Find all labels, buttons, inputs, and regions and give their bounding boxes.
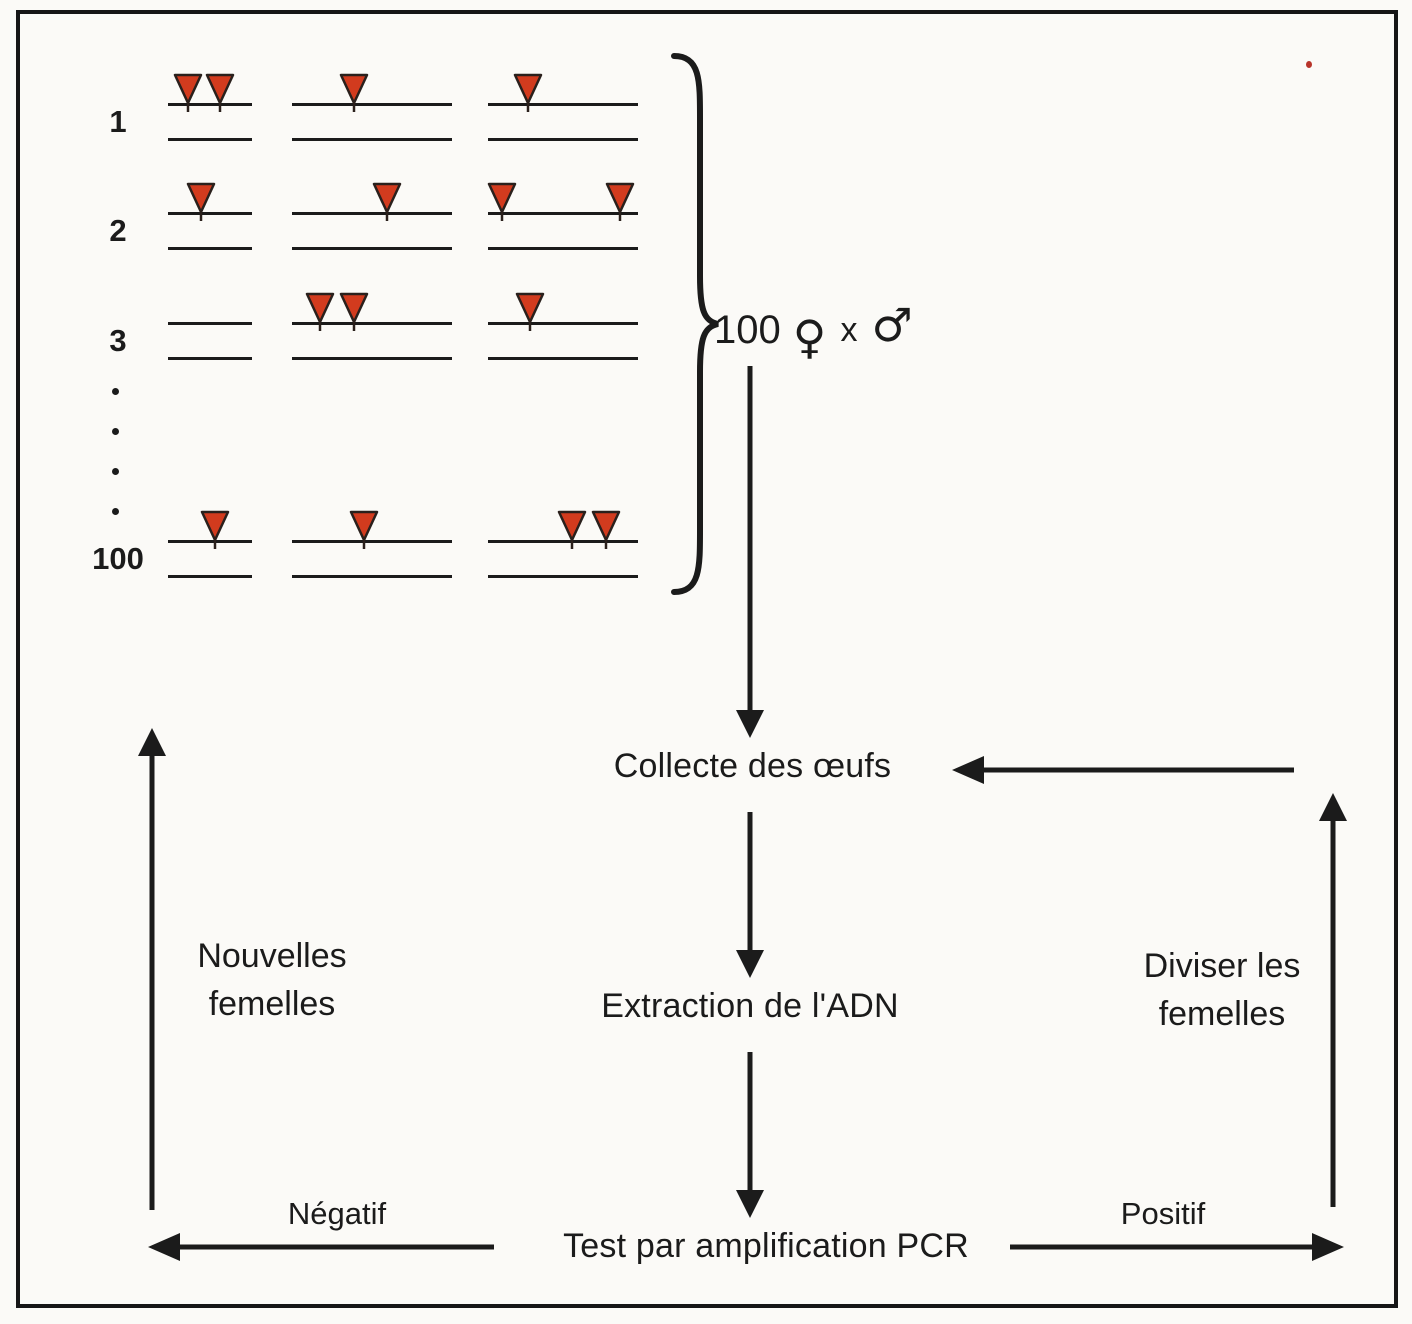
insertion-triangle-icon bbox=[487, 182, 517, 221]
divide-females-line2: femelles bbox=[1158, 995, 1286, 1033]
insertion-triangle-icon bbox=[173, 73, 203, 112]
step-dna-extraction: Extraction de l'ADN bbox=[601, 987, 899, 1025]
insertion-triangle-icon bbox=[339, 292, 369, 331]
male-symbol-icon: ♂ bbox=[871, 298, 913, 352]
arrow-pcr-to-negative bbox=[148, 1233, 494, 1261]
fly-line-group bbox=[292, 182, 452, 250]
cross-annotation: 100 ♀ x ♂ bbox=[714, 292, 913, 368]
chromosome-line bbox=[488, 103, 638, 106]
arrow-return-to-collect bbox=[952, 756, 1294, 784]
female-symbol-icon: ♀ bbox=[792, 310, 827, 364]
chromosome-line bbox=[292, 138, 452, 141]
insertion-triangle-icon bbox=[186, 182, 216, 221]
chromosome-line bbox=[168, 322, 252, 325]
insertion-triangle-icon bbox=[349, 510, 379, 549]
insertion-triangle-icon bbox=[205, 73, 235, 112]
chromosome-line bbox=[168, 103, 252, 106]
arrow-new-females-up bbox=[138, 728, 166, 1210]
ellipsis-dot bbox=[112, 508, 119, 515]
arrow-collect-to-extract bbox=[736, 812, 764, 978]
female-count: 100 bbox=[714, 307, 781, 352]
row-label: 3 bbox=[109, 323, 127, 358]
chromosome-line bbox=[292, 357, 452, 360]
chromosome-line bbox=[292, 540, 452, 543]
scan-artifact-dot bbox=[1306, 61, 1312, 68]
chromosome-line bbox=[488, 575, 638, 578]
step-collect-eggs: Collecte des œufs bbox=[613, 747, 892, 785]
fly-line-group bbox=[292, 292, 452, 360]
chromosome-line bbox=[488, 247, 638, 250]
times-symbol: x bbox=[840, 310, 858, 349]
ellipsis-dot bbox=[112, 428, 119, 435]
chromosome-line bbox=[488, 138, 638, 141]
fly-line-group bbox=[168, 322, 252, 360]
insertion-triangle-icon bbox=[605, 182, 635, 221]
fly-line-group bbox=[292, 510, 452, 578]
step-pcr-test: Test par amplification PCR bbox=[563, 1227, 969, 1265]
fly-line-group bbox=[488, 510, 638, 578]
curly-brace bbox=[671, 53, 719, 595]
insertion-triangle-icon bbox=[557, 510, 587, 549]
divide-females-line1: Diviser les bbox=[1143, 947, 1301, 985]
new-females-line2: femelles bbox=[208, 985, 336, 1023]
negative-branch-label: Négatif bbox=[287, 1196, 387, 1231]
fly-line-group bbox=[168, 182, 252, 250]
chromosome-line bbox=[168, 540, 252, 543]
chromosome-line bbox=[168, 247, 252, 250]
chromosome-line bbox=[292, 103, 452, 106]
chromosome-line bbox=[292, 212, 452, 215]
chromosome-line bbox=[488, 322, 638, 325]
chromosome-line bbox=[488, 540, 638, 543]
new-females-line1: Nouvelles bbox=[197, 937, 347, 975]
insertion-triangle-icon bbox=[305, 292, 335, 331]
ellipsis-dot bbox=[112, 468, 119, 475]
chromosome-line bbox=[292, 575, 452, 578]
new-females-label: Nouvelles femelles bbox=[157, 932, 387, 1028]
fly-line-group bbox=[168, 73, 252, 141]
chromosome-line bbox=[292, 322, 452, 325]
row-label: 2 bbox=[109, 213, 127, 248]
insertion-triangle-icon bbox=[372, 182, 402, 221]
fly-line-group bbox=[168, 510, 252, 578]
fly-line-group bbox=[292, 73, 452, 141]
fly-line-group bbox=[488, 73, 638, 141]
fly-line-group bbox=[488, 292, 638, 360]
arrow-pcr-to-positive bbox=[1010, 1233, 1344, 1261]
fly-line-group bbox=[487, 182, 638, 250]
chromosome-line bbox=[168, 575, 252, 578]
insertion-triangle-icon bbox=[591, 510, 621, 549]
insertion-triangle-icon bbox=[515, 292, 545, 331]
chromosome-line bbox=[292, 247, 452, 250]
divide-females-label: Diviser les femelles bbox=[1098, 942, 1346, 1038]
chromosome-line bbox=[168, 357, 252, 360]
row-label: 100 bbox=[92, 541, 144, 576]
insertion-triangle-icon bbox=[200, 510, 230, 549]
row-label: 1 bbox=[109, 104, 127, 139]
arrow-extract-to-pcr bbox=[736, 1052, 764, 1218]
chromosome-line bbox=[488, 357, 638, 360]
arrow-cross-to-collect bbox=[736, 366, 764, 738]
arrow-divide-females-up bbox=[1319, 793, 1347, 1207]
chromosome-line bbox=[488, 212, 638, 215]
insertion-triangle-icon bbox=[513, 73, 543, 112]
positive-branch-label: Positif bbox=[1120, 1196, 1206, 1231]
chromosome-line bbox=[168, 138, 252, 141]
chromosome-line bbox=[168, 212, 252, 215]
figure-border bbox=[16, 10, 1398, 1308]
ellipsis-dot bbox=[112, 388, 119, 395]
insertion-triangle-icon bbox=[339, 73, 369, 112]
